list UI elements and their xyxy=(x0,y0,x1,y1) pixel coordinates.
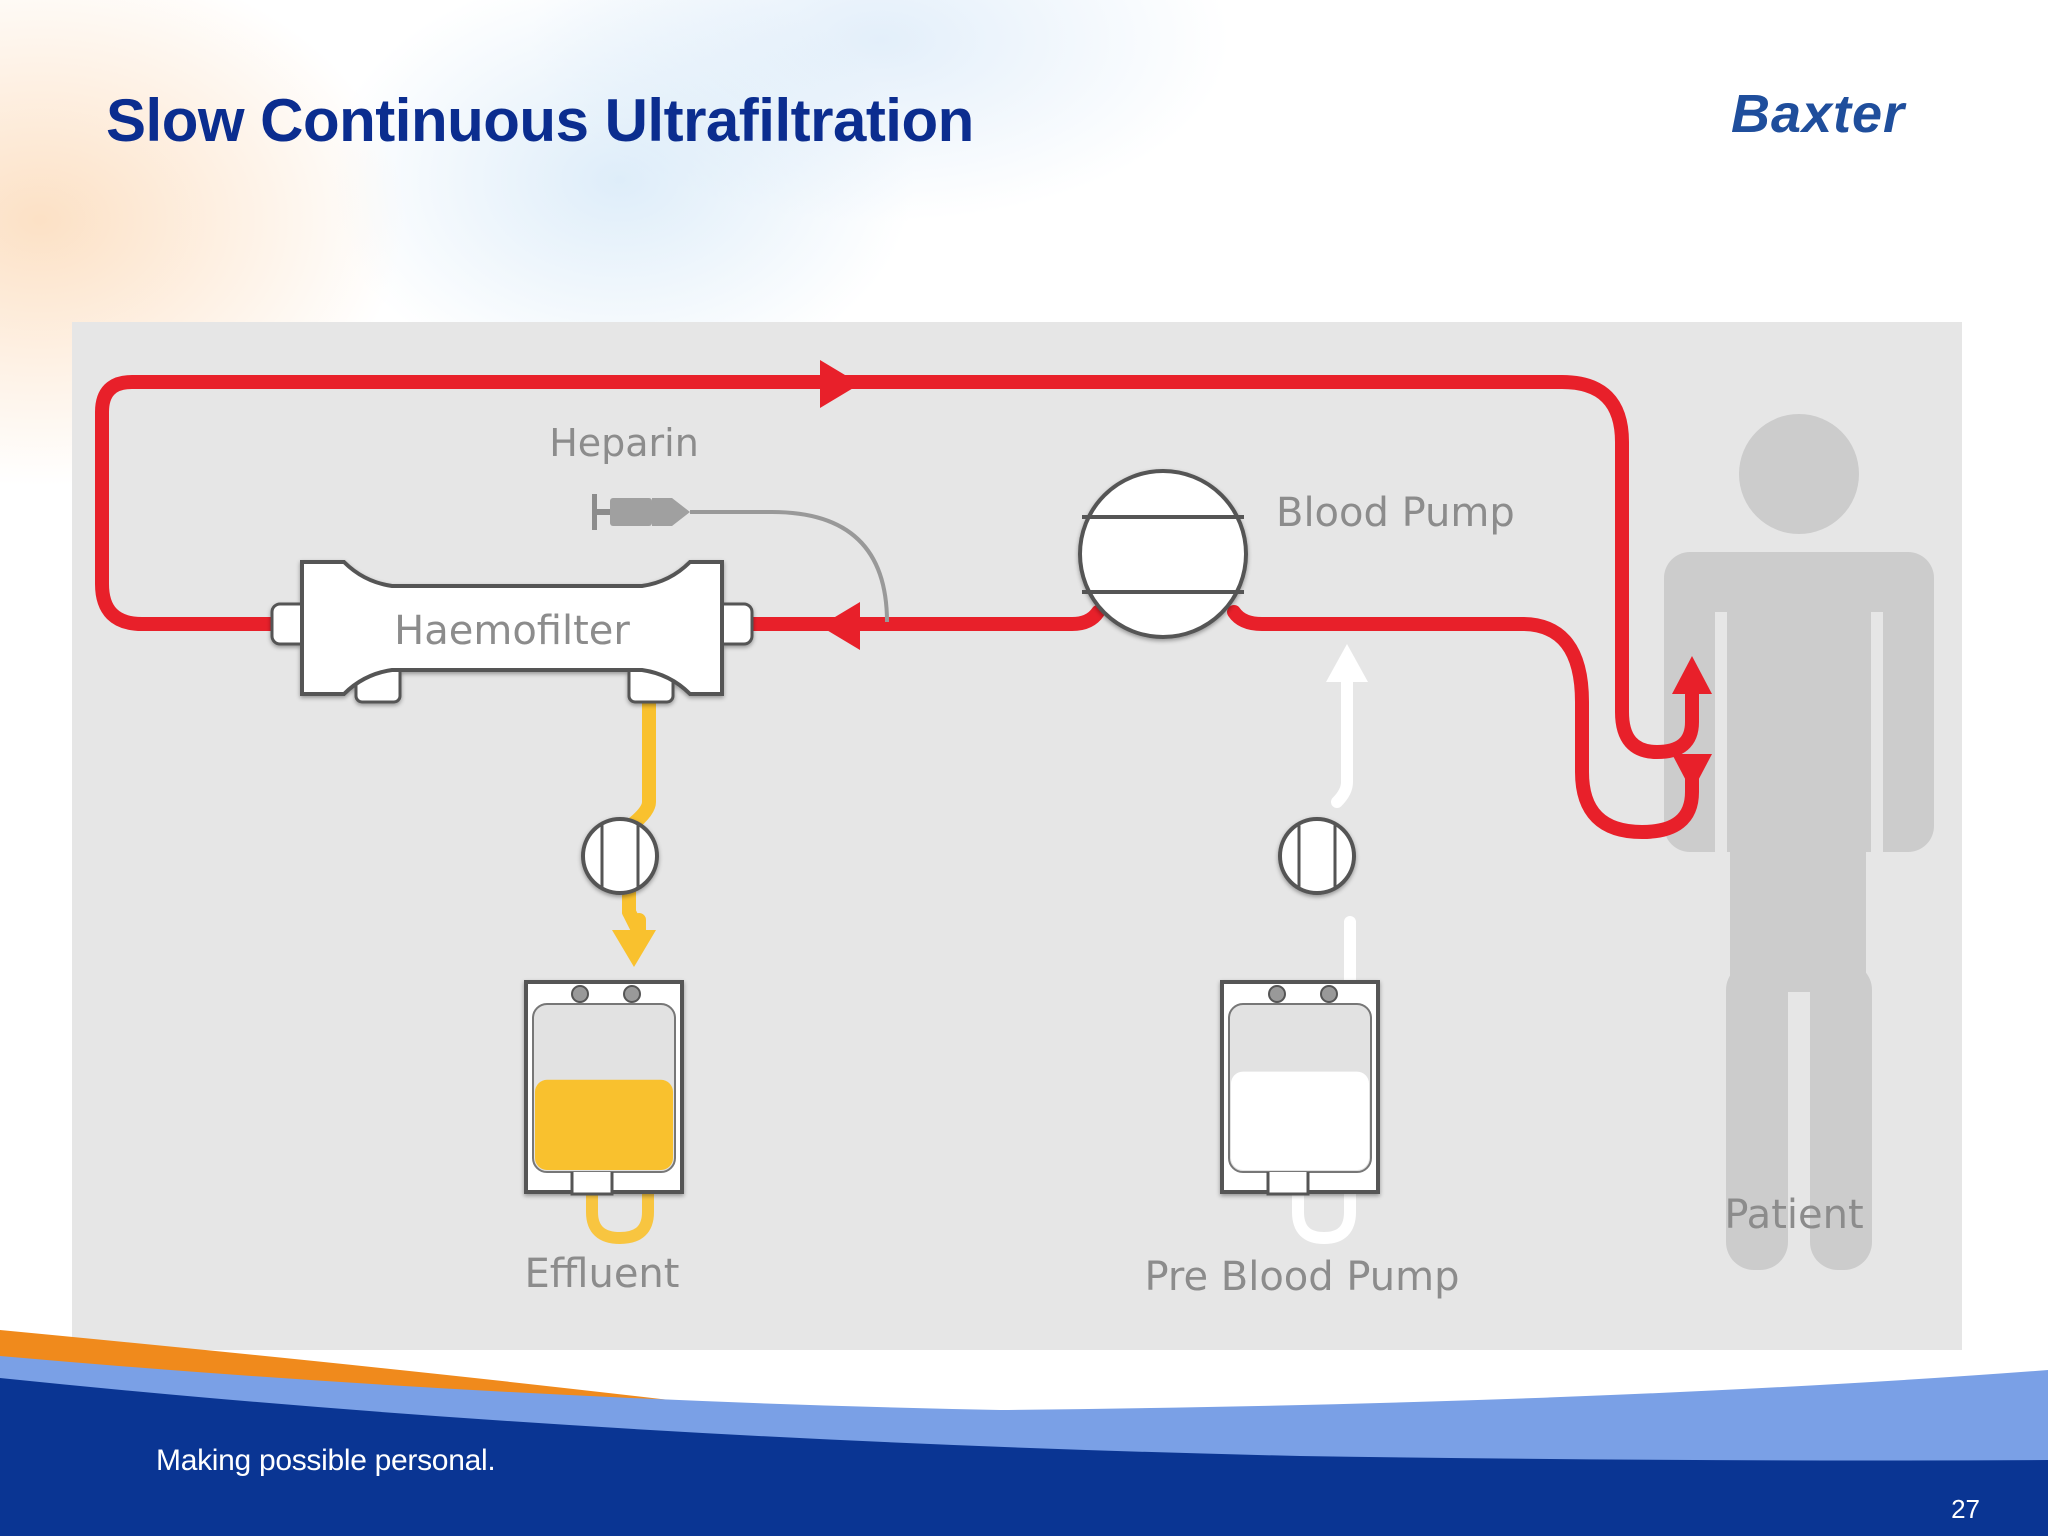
scuf-circuit-diagram: Heparin Blood Pump Haemofilter Effluent … xyxy=(72,322,1962,1350)
effluent-bag-icon xyxy=(524,980,684,1196)
patient-figure-icon xyxy=(1664,414,1934,1270)
flow-arrow-icon xyxy=(1672,754,1712,792)
pre-blood-pump-line xyxy=(1292,656,1356,1245)
haemofilter-label: Haemofilter xyxy=(394,608,630,654)
flow-arrow-icon xyxy=(820,602,860,650)
syringe-icon xyxy=(592,494,690,530)
pre-blood-pump-label: Pre Blood Pump xyxy=(1144,1254,1459,1300)
flow-arrow-icon xyxy=(1326,644,1368,682)
heparin-line xyxy=(690,510,889,623)
haemofilter-icon xyxy=(270,560,754,704)
page-number: 27 xyxy=(1951,1494,1980,1524)
pre-blood-pump-icon xyxy=(1278,817,1356,895)
flow-arrow-icon xyxy=(612,930,656,967)
heparin-label: Heparin xyxy=(549,421,699,465)
page-title: Slow Continuous Ultrafiltration xyxy=(106,87,974,154)
flow-arrow-icon xyxy=(820,360,860,408)
footer-band xyxy=(0,1330,2048,1536)
logo-text: Baxter xyxy=(1731,84,1907,144)
baxter-logo: Baxter xyxy=(1731,84,1907,144)
footer-tagline: Making possible personal. xyxy=(156,1444,496,1477)
roller-pump-icon xyxy=(1078,469,1248,639)
blood-pump-label: Blood Pump xyxy=(1276,490,1515,536)
patient-label: Patient xyxy=(1724,1192,1863,1238)
blood-circuit-line xyxy=(95,375,1699,839)
effluent-label: Effluent xyxy=(525,1251,680,1297)
flow-arrow-icon xyxy=(1672,656,1712,694)
effluent-pump-icon xyxy=(581,817,659,895)
pre-blood-pump-bag-icon xyxy=(1220,980,1380,1196)
